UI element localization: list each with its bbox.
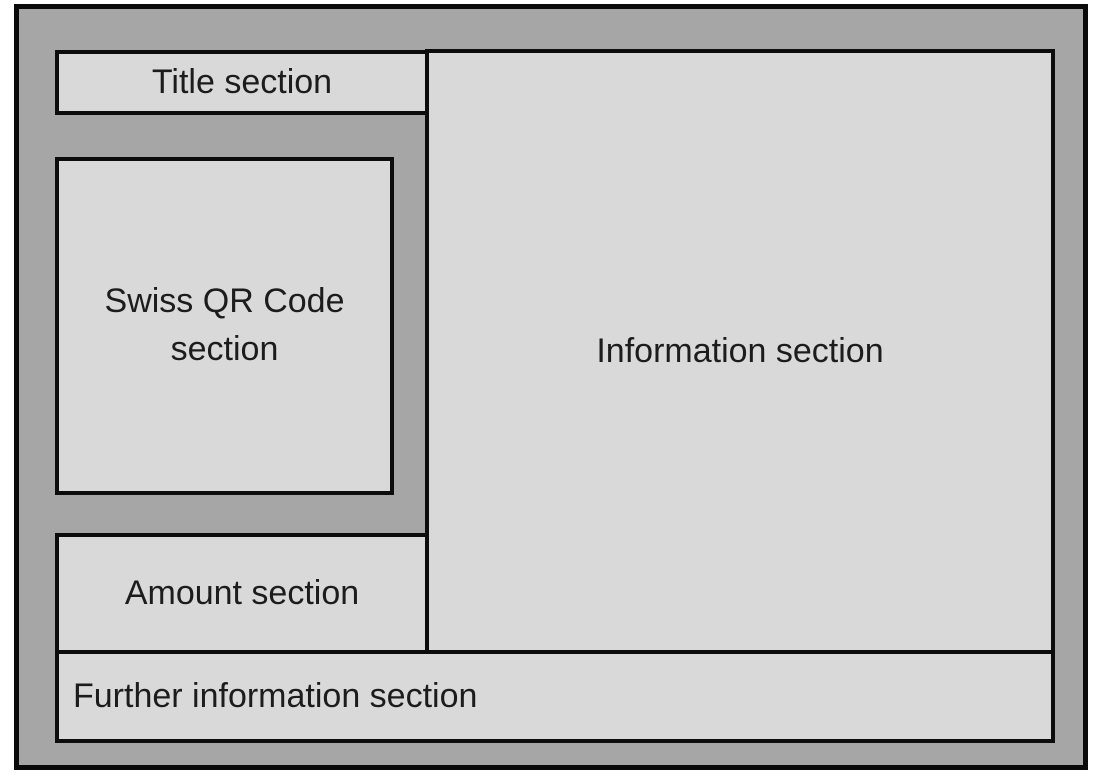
swiss-qr-code-section-label: Swiss QR Code section	[104, 282, 345, 368]
title-section-label: Title section	[151, 62, 333, 101]
outer-frame: Title section Swiss QR Code section Amou…	[14, 4, 1088, 770]
swiss-qr-code-section-box: Swiss QR Code section	[55, 157, 394, 495]
further-information-section-label: Further information section	[73, 676, 478, 715]
amount-section-box: Amount section	[55, 533, 429, 654]
information-section-box: Information section	[425, 49, 1055, 654]
information-section-label: Information section	[596, 331, 884, 370]
further-information-section-box: Further information section	[55, 650, 1055, 743]
amount-section-label: Amount section	[124, 573, 360, 612]
title-section-box: Title section	[55, 50, 429, 115]
